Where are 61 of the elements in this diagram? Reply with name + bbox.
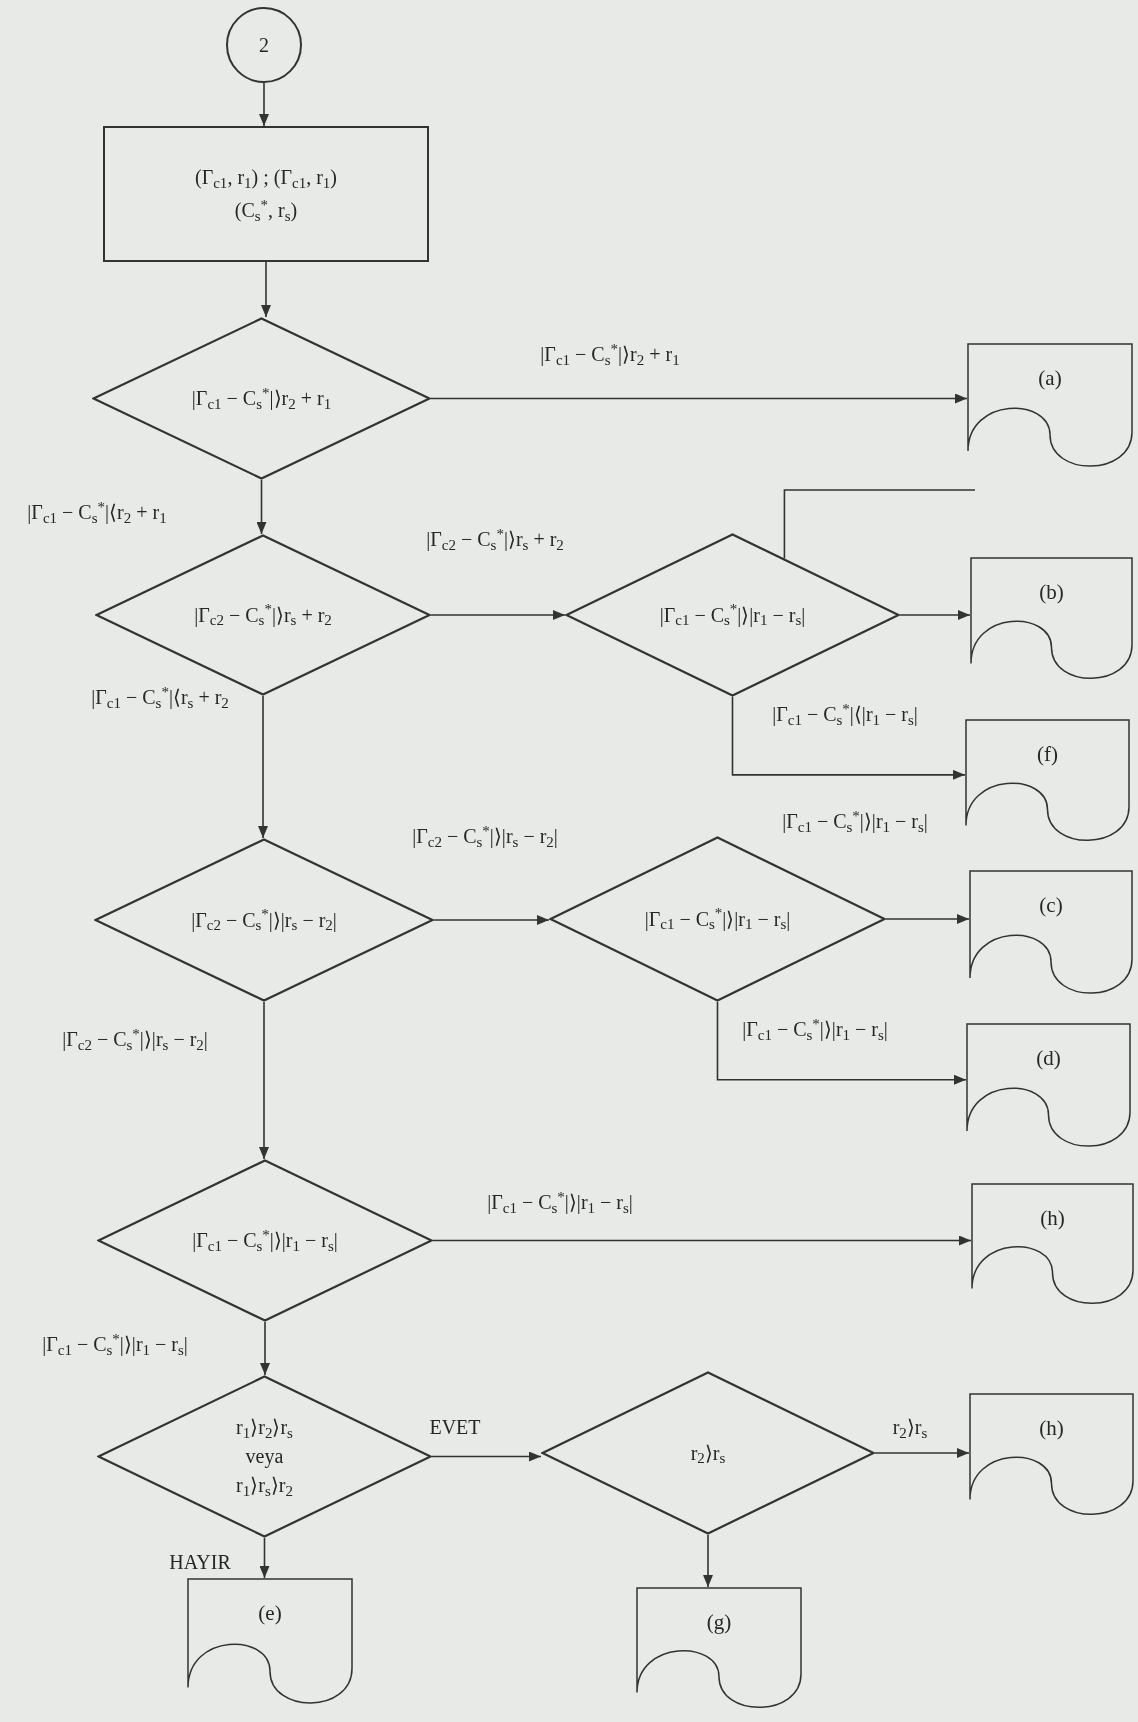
edge-label: |Γ$_{c1}$ − C$_{s}$$^{*}$|⟨r$_{s}$ + r$_{2}$	[91, 686, 229, 708]
arrow	[874, 1448, 970, 1458]
arrow	[259, 82, 269, 127]
condition-text: veya	[245, 1444, 284, 1469]
decision-diamond	[565, 533, 900, 697]
edge-label: r$_{2}$⟩r$_{s}$	[892, 1416, 928, 1438]
decision-diamond	[92, 317, 431, 480]
arrow	[716, 1001, 967, 1085]
edge-label: EVET	[429, 1416, 481, 1438]
output-label: (b)	[1039, 579, 1064, 606]
arrow	[899, 610, 971, 620]
edge-label: |Γ$_{c1}$ − C$_{s}$$^{*}$|⟩|r$_{1}$ − r$_{s}$|	[42, 1333, 188, 1355]
edge-label: |Γ$_{c1}$ − C$_{s}$$^{*}$|⟨|r$_{1}$ − r$_{s}$|	[772, 703, 918, 725]
process-box	[103, 126, 429, 262]
connector-line	[783, 489, 976, 560]
output-label: (h)	[1040, 1205, 1065, 1232]
output-label: (e)	[258, 1600, 282, 1627]
condition-text: (C$_{s}$$^{*}$, r$_{s}$)	[234, 198, 298, 223]
arrow	[259, 1001, 269, 1160]
arrow	[432, 1235, 972, 1246]
arrow	[256, 479, 267, 535]
arrow	[703, 1534, 713, 1588]
edge-label: |Γ$_{c1}$ − C$_{s}$$^{*}$|⟩|r$_{1}$ − r$_{s}$|	[782, 810, 928, 832]
edge-label: HAYIR	[169, 1551, 231, 1573]
edge-label: |Γ$_{c2}$ − C$_{s}$$^{*}$|⟩r$_{s}$ + r$_{2}$	[426, 528, 564, 550]
arrow	[431, 1451, 542, 1462]
arrow	[430, 393, 968, 404]
arrow	[261, 261, 271, 318]
decision-diamond	[97, 1375, 432, 1538]
arrow	[260, 1321, 270, 1376]
condition-text: |Γ$_{c1}$ − C$_{s}$$^{*}$|⟩|r$_{1}$ − r$_{s}$|	[192, 1228, 338, 1253]
condition-text: |Γ$_{c2}$ − C$_{s}$$^{*}$|⟩|r$_{s}$ − r$_{2}$|	[191, 907, 337, 933]
condition-text: |Γ$_{c1}$ − C$_{s}$$^{*}$|⟩r$_{2}$ + r$_{1}$	[191, 386, 332, 411]
arrow	[259, 1537, 270, 1579]
output-label: (d)	[1036, 1045, 1061, 1072]
condition-text: |Γ$_{c2}$ − C$_{s}$$^{*}$|⟩r$_{s}$ + r$_{2}$	[194, 602, 332, 628]
condition-text: r$_{2}$⟩r$_{s}$	[690, 1440, 726, 1466]
edge-label: |Γ$_{c2}$ − C$_{s}$$^{*}$|⟩|r$_{s}$ − r$_{2}$|	[412, 825, 558, 847]
condition-text: |Γ$_{c1}$ − C$_{s}$$^{*}$|⟩|r$_{1}$ − r$_{s}$|	[659, 602, 806, 628]
output-label: (g)	[706, 1609, 732, 1636]
edge-label: |Γ$_{c1}$ − C$_{s}$$^{*}$|⟨r$_{2}$ + r$_{1}$	[27, 501, 167, 523]
arrow	[433, 915, 550, 925]
condition-text: (Γ$_{c1}$, r$_{1}$) ; (Γ$_{c1}$, r$_{1}$)	[194, 165, 337, 190]
output-label: (h)	[1039, 1415, 1064, 1442]
condition-text: |Γ$_{c1}$ − C$_{s}$$^{*}$|⟩|r$_{1}$ − r$_{s}$|	[644, 906, 791, 932]
condition-text: r$_{1}$⟩r$_{s}$⟩r$_{2}$	[236, 1473, 293, 1498]
arrow	[430, 610, 566, 620]
arrow	[258, 695, 268, 839]
output-label: (a)	[1038, 365, 1062, 392]
connector-number: 2	[259, 32, 269, 58]
decision-diamond	[97, 1159, 433, 1322]
output-label: (f)	[1037, 741, 1058, 768]
edge-label: |Γ$_{c1}$ − C$_{s}$$^{*}$|⟩|r$_{1}$ − r$_{s}$|	[742, 1018, 888, 1040]
condition-text: r$_{1}$⟩r$_{2}$⟩r$_{s}$	[236, 1415, 293, 1440]
edge-label: |Γ$_{c1}$ − C$_{s}$$^{*}$|⟩|r$_{1}$ − r$_{s}$|	[487, 1191, 633, 1213]
edge-label: |Γ$_{c1}$ − C$_{s}$$^{*}$|⟩r$_{2}$ + r$_{1}$	[540, 343, 680, 365]
arrow	[731, 696, 966, 780]
decision-diamond	[541, 1371, 875, 1535]
edge-label: |Γ$_{c2}$ − C$_{s}$$^{*}$|⟩|r$_{s}$ − r$_{2}$|	[62, 1028, 208, 1050]
output-label: (c)	[1039, 892, 1063, 919]
arrow	[885, 914, 970, 924]
